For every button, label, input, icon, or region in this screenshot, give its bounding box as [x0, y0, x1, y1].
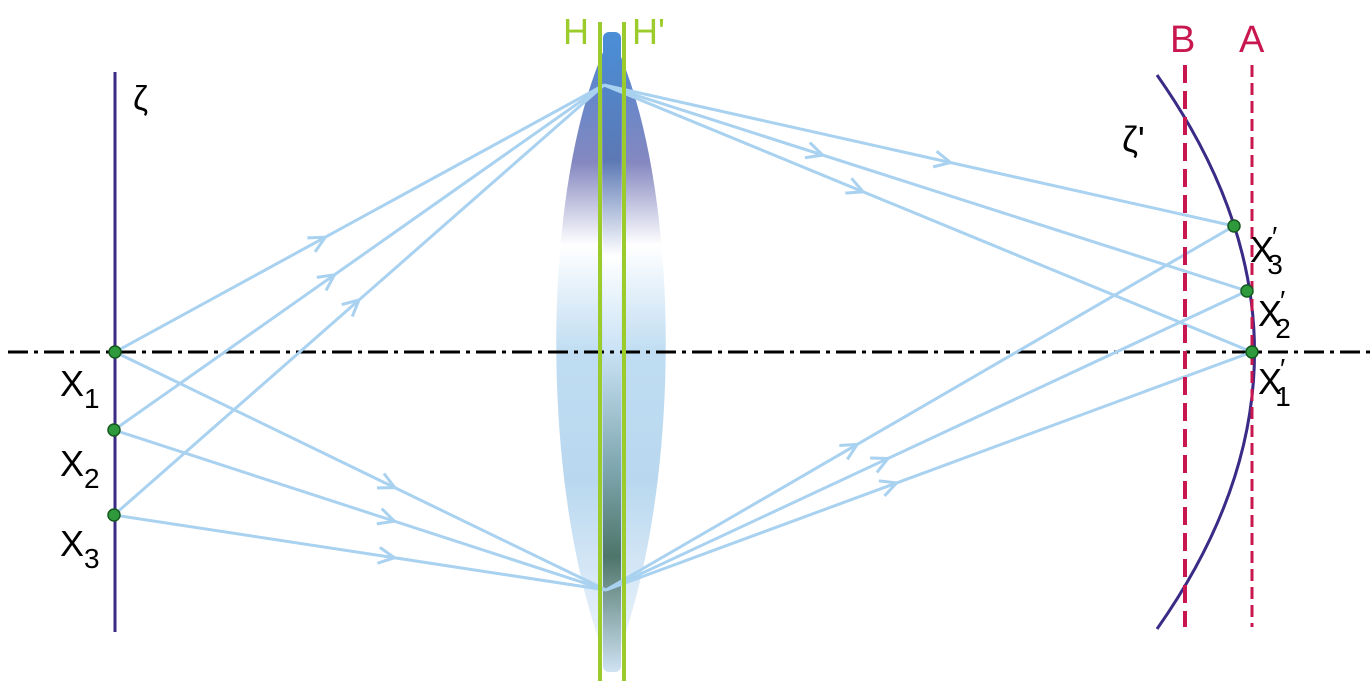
ray-arrowhead-1	[307, 235, 329, 253]
ray-arrowhead-7	[932, 150, 954, 169]
ray-arrowhead-2	[316, 272, 338, 292]
object-point-label-3: X3	[60, 523, 100, 574]
light-ray-4	[114, 350, 607, 592]
plane-a-label: A	[1239, 19, 1265, 61]
image-point-1	[1245, 345, 1259, 359]
light-ray-10	[605, 224, 1235, 592]
light-ray-2	[113, 83, 605, 432]
object-plane-label: ζ	[133, 80, 148, 118]
light-ray-6	[113, 513, 607, 592]
ray-arrowhead-5	[376, 507, 398, 526]
ray-arrowhead-8	[804, 141, 826, 160]
image-point-label-3: X′3	[1250, 221, 1283, 280]
ray-arrowhead-11	[870, 456, 892, 474]
object-point-3	[107, 508, 121, 522]
light-ray-12	[605, 350, 1253, 592]
ray-arrowhead-9	[845, 177, 867, 195]
object-point-1	[108, 345, 122, 359]
ray-arrowhead-3	[341, 297, 362, 318]
light-ray-1	[114, 83, 605, 354]
ray-arrowhead-4	[376, 472, 398, 490]
object-point-2	[107, 423, 121, 437]
image-surface-label: ζ'	[1122, 119, 1145, 160]
ray-arrowhead-6	[376, 546, 398, 565]
image-point-label-2: X′2	[1258, 285, 1291, 344]
ray-arrowhead-10	[839, 442, 861, 461]
image-point-3	[1227, 219, 1241, 233]
ray-arrowhead-12	[878, 479, 900, 497]
light-ray-7	[603, 83, 1235, 228]
object-point-label-2: X2	[60, 443, 100, 494]
ray-group	[113, 83, 1253, 592]
plane-b-label: B	[1170, 19, 1195, 61]
principal-plane-h-prime-label: H'	[632, 11, 665, 52]
light-ray-8	[603, 83, 1248, 293]
light-ray-11	[605, 289, 1248, 592]
image-point-label-1: X′1	[1258, 353, 1291, 412]
light-ray-5	[113, 428, 607, 592]
light-ray-9	[603, 83, 1253, 354]
object-point-label-1: X1	[60, 363, 100, 414]
point-group	[107, 219, 1259, 522]
image-point-2	[1240, 284, 1254, 298]
principal-plane-h-label: H	[563, 11, 589, 52]
